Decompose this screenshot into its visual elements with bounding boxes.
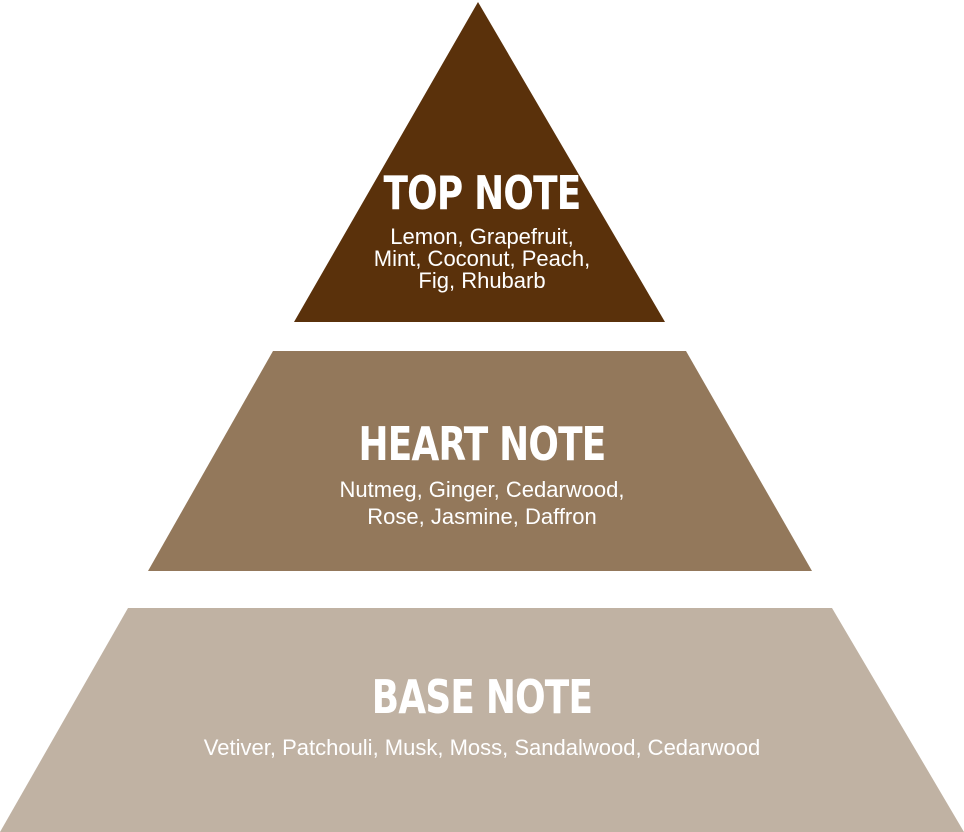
top-note-line-1: Lemon, Grapefruit, <box>390 224 574 249</box>
base-tier-shape <box>0 608 964 832</box>
heart-note-block: HEART NOTE Nutmeg, Ginger, Cedarwood, Ro… <box>0 421 964 530</box>
heart-note-line-2: Rose, Jasmine, Daffron <box>367 504 597 529</box>
base-note-block: BASE NOTE Vetiver, Patchouli, Musk, Moss… <box>0 674 964 761</box>
heart-note-title: HEART NOTE <box>358 417 606 471</box>
top-tier-shape <box>294 2 665 322</box>
base-note-title: BASE NOTE <box>371 670 593 724</box>
base-note-line-1: Vetiver, Patchouli, Musk, Moss, Sandalwo… <box>203 735 761 760</box>
top-note-line-3: Fig, Rhubarb <box>418 268 546 293</box>
heart-note-line-1: Nutmeg, Ginger, Cedarwood, <box>339 477 625 502</box>
heart-tier-shape <box>148 351 812 571</box>
top-note-title: TOP NOTE <box>383 166 581 220</box>
top-note-line-2: Mint, Coconut, Peach, <box>373 246 591 271</box>
top-note-block: TOP NOTE Lemon, Grapefruit, Mint, Coconu… <box>0 170 964 292</box>
